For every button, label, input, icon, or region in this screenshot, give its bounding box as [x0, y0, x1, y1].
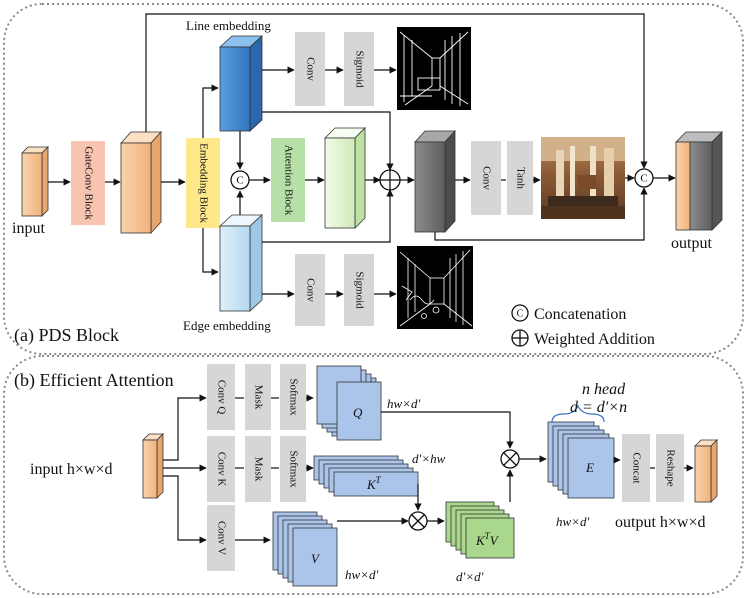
svg-text:C: C: [640, 173, 647, 185]
conv-v: [207, 505, 235, 571]
reshape-block: [656, 434, 684, 502]
line-embedding-block: [218, 35, 264, 132]
sigmoid-bottom: [344, 254, 374, 326]
e-dim: hw×d′: [556, 514, 589, 529]
input-label: input: [12, 220, 45, 237]
embedding-label: Embedding Block: [197, 143, 209, 223]
conv-top-label: Conv: [304, 57, 316, 81]
concat-label: Concat: [630, 452, 642, 483]
d-eq-label: d = d′×n: [570, 399, 627, 416]
gateconv-feature-block: [120, 130, 162, 235]
input-label-b: input h×w×d: [30, 461, 113, 478]
reshape-label: Reshape: [664, 449, 676, 486]
conv-q-label: Conv Q: [215, 380, 227, 415]
panel-b-title: (b) Efficient Attention: [14, 370, 174, 391]
embedding-block: [186, 138, 220, 228]
edge-embedding-label: Edge embedding: [183, 318, 271, 333]
legend-weighted-addition: Weighted Addition: [511, 329, 655, 348]
ktv-dim: d′×d′: [456, 569, 484, 584]
mask-k: [245, 436, 271, 502]
kt-dim: d′×hw: [412, 451, 446, 466]
edge-embedding-block: [218, 214, 264, 312]
attention-label: Attention Block: [282, 145, 294, 216]
output-feature-block-b: [694, 439, 718, 503]
kt-matrix-stack: [313, 455, 419, 497]
legend-concat: C Concatenation: [511, 304, 626, 323]
v-dim: hw×d′: [345, 567, 378, 582]
softmax-q: [280, 364, 306, 430]
line-embedding-label: Line embedding: [186, 18, 271, 33]
gateconv-block: [71, 141, 105, 225]
svg-text:C: C: [517, 308, 524, 319]
legend-concat-label: Concatenation: [534, 306, 626, 323]
conv-q: [207, 364, 235, 430]
matmul-node-1: [408, 511, 428, 531]
input-feature-block-b: [142, 433, 164, 499]
softmax-q-label: Softmax: [287, 378, 299, 416]
conv-middle: [471, 141, 501, 215]
input-feature-block: [21, 146, 49, 217]
output-feature-block: [675, 131, 723, 231]
mask-q-label: Mask: [252, 385, 264, 410]
conv-bottom: [295, 254, 325, 326]
room-image: [541, 137, 625, 219]
mask-k-label: Mask: [252, 457, 264, 482]
fused-feature-block: [414, 129, 456, 234]
q-label: Q: [353, 405, 363, 420]
kt-label: KT: [366, 475, 382, 492]
conv-v-label: Conv V: [215, 521, 227, 555]
concat-node-2: C: [634, 168, 654, 188]
ktv-label: KTV: [475, 531, 500, 548]
line-map-image: [397, 27, 471, 110]
sigmoid-bottom-label: Sigmoid: [353, 271, 365, 309]
attention-block: [271, 138, 305, 222]
softmax-k-label: Softmax: [287, 450, 299, 488]
head-brace: [551, 404, 605, 423]
concat-block: [622, 434, 650, 502]
mask-q: [245, 364, 271, 430]
conv-top: [295, 32, 325, 106]
conv-k-label: Conv K: [215, 452, 227, 487]
gateconv-label: GateConv Block: [82, 146, 94, 220]
attention-feature-block: [324, 127, 366, 229]
legend-add-label: Weighted Addition: [534, 331, 655, 348]
conv-k: [207, 436, 235, 502]
tanh-label: Tanh: [514, 167, 526, 189]
panel-b-frame: [3, 355, 744, 595]
panel-a-title: (a) PDS Block: [14, 325, 119, 346]
conv-bottom-label: Conv: [304, 278, 316, 302]
output-label-a: output: [671, 235, 712, 252]
sigmoid-top: [344, 32, 374, 106]
ktv-matrix-stack: [445, 501, 515, 559]
svg-text:C: C: [236, 175, 243, 187]
output-label-b: output h×w×d: [615, 514, 706, 531]
n-head-label: n head: [582, 381, 626, 398]
e-matrix-stack: [547, 421, 615, 499]
v-matrix-stack: [272, 511, 338, 587]
matmul-node-2: [500, 449, 520, 469]
softmax-k: [280, 436, 306, 502]
edge-map-image: [397, 246, 473, 329]
panel-a-frame: [3, 3, 744, 355]
e-label: E: [585, 460, 594, 475]
q-dim: hw×d′: [387, 396, 420, 411]
v-label: V: [311, 551, 321, 566]
weighted-addition-node: [379, 169, 401, 191]
q-matrix-stack: [316, 365, 382, 441]
tanh-block: [507, 141, 533, 215]
conv-middle-label: Conv: [480, 166, 492, 190]
concat-node-1: C: [230, 170, 250, 190]
sigmoid-top-label: Sigmoid: [353, 50, 365, 88]
